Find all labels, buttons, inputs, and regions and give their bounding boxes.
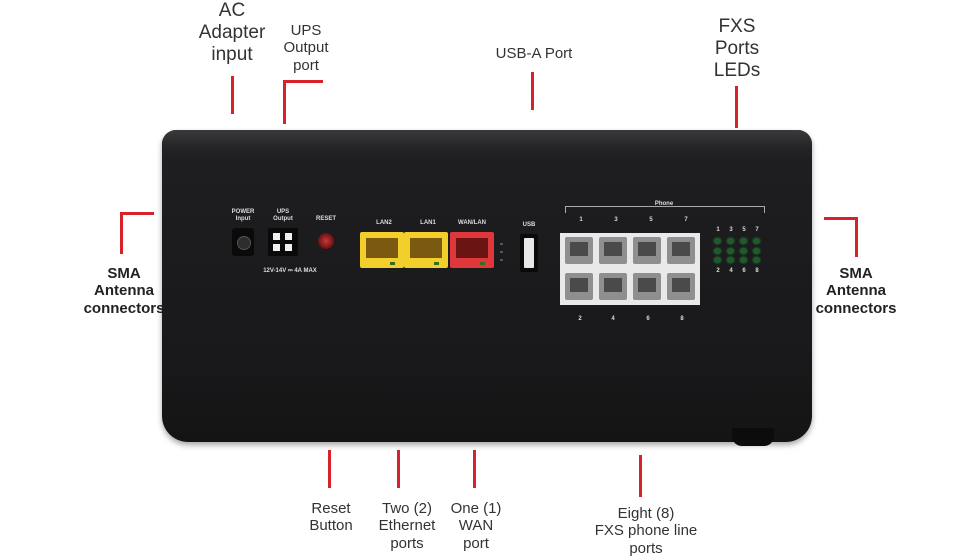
phone-num-7: 7 <box>684 217 688 223</box>
power-input-label: POWER Input <box>231 209 255 222</box>
leader-ethernet <box>397 450 400 488</box>
ups-output-port <box>268 228 298 256</box>
led-num-3: 3 <box>729 227 733 233</box>
lan-status-dots <box>500 243 503 267</box>
fxs-led <box>740 257 747 263</box>
reset-label: RESET <box>315 216 336 222</box>
fxs-led <box>727 238 734 244</box>
fxs-port-6 <box>633 273 661 300</box>
fxs-phone-block <box>560 233 700 305</box>
phone-num-1: 1 <box>579 217 583 223</box>
leader-ups-output-h <box>283 80 323 83</box>
router-rear-panel <box>162 130 812 442</box>
leader-sma-right-v <box>855 217 858 257</box>
fxs-port-8 <box>667 273 695 300</box>
lan1-label: LAN1 <box>420 220 436 226</box>
ups-output-label: UPS Output <box>273 209 293 222</box>
led-num-8: 8 <box>755 268 759 274</box>
led-num-5: 5 <box>742 227 746 233</box>
led-num-2: 2 <box>716 268 720 274</box>
led-num-6: 6 <box>742 268 746 274</box>
phone-num-8: 8 <box>680 316 684 322</box>
wan-port <box>450 232 494 268</box>
leader-reset <box>328 450 331 488</box>
lan1-port <box>404 232 448 268</box>
usb-a-port <box>520 234 538 272</box>
fxs-led <box>714 257 721 263</box>
phone-label: Phone <box>648 201 680 208</box>
leader-fxs-ports <box>639 455 642 497</box>
leader-sma-left-v <box>120 212 123 254</box>
callout-fxs-ports: Eight (8) FXS phone line ports <box>594 505 698 557</box>
leader-usb-a <box>531 72 534 110</box>
fxs-led <box>714 238 721 244</box>
fxs-led <box>753 238 760 244</box>
fxs-port-1 <box>565 237 593 264</box>
callout-fxs-leds: FXS Ports LEDs <box>713 16 761 81</box>
leader-sma-right-h <box>824 217 858 220</box>
fxs-port-4 <box>599 273 627 300</box>
callout-wan: One (1) WAN port <box>450 500 502 552</box>
phone-num-4: 4 <box>611 316 615 322</box>
callout-sma-left: SMA Antenna connectors <box>83 265 165 317</box>
callout-ups-output: UPS Output port <box>283 22 329 74</box>
power-input-jack <box>232 228 254 256</box>
fxs-led <box>727 257 734 263</box>
lan2-label: LAN2 <box>376 220 392 226</box>
fxs-led <box>753 257 760 263</box>
callout-ethernet: Two (2) Ethernet ports <box>378 500 436 552</box>
leader-wan <box>473 450 476 488</box>
leader-ups-output-v <box>283 80 286 124</box>
reset-button <box>318 233 334 249</box>
fxs-port-7 <box>667 237 695 264</box>
fxs-led <box>753 248 760 254</box>
phone-num-3: 3 <box>614 217 618 223</box>
device-foot <box>732 428 774 446</box>
device-top-edge <box>162 130 812 150</box>
phone-num-5: 5 <box>649 217 653 223</box>
fxs-led <box>740 238 747 244</box>
led-num-1: 1 <box>716 227 720 233</box>
fxs-led <box>727 248 734 254</box>
phone-num-6: 6 <box>646 316 650 322</box>
leader-ac-adapter <box>231 76 234 114</box>
leader-sma-left-h <box>120 212 154 215</box>
wan-label: WAN/LAN <box>458 220 486 226</box>
fxs-port-3 <box>599 237 627 264</box>
fxs-led <box>740 248 747 254</box>
usb-label: USB <box>522 222 536 228</box>
leader-fxs-leds <box>735 86 738 128</box>
power-rating-label: 12V-14V ⎓ 4A MAX <box>263 268 317 274</box>
callout-reset: Reset Button <box>309 500 353 535</box>
fxs-port-2 <box>565 273 593 300</box>
callout-usb-a: USB-A Port <box>495 45 573 62</box>
fxs-led <box>714 248 721 254</box>
callout-ac-adapter: AC Adapter input <box>198 0 266 65</box>
fxs-port-5 <box>633 237 661 264</box>
phone-bracket <box>565 206 765 213</box>
led-num-4: 4 <box>729 268 733 274</box>
lan2-port <box>360 232 404 268</box>
phone-num-2: 2 <box>578 316 582 322</box>
callout-sma-right: SMA Antenna connectors <box>815 265 897 317</box>
led-num-7: 7 <box>755 227 759 233</box>
